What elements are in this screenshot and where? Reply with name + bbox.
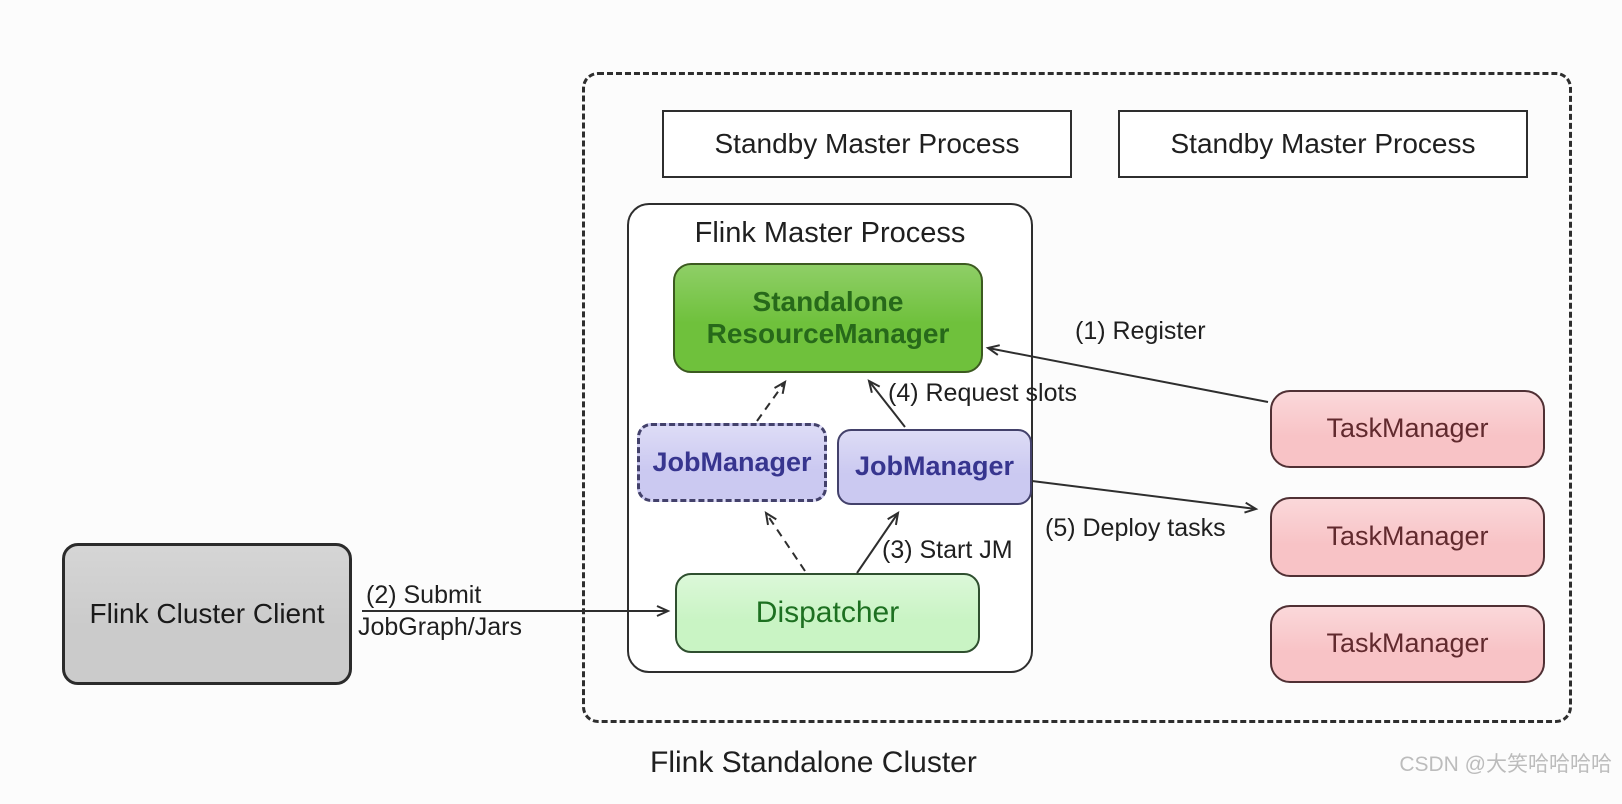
- register-label: (1) Register: [1075, 317, 1206, 345]
- taskmanager-label-1: TaskManager: [1326, 413, 1489, 444]
- submit-label-line1: (2) Submit: [366, 581, 482, 609]
- flink-cluster-client-label: Flink Cluster Client: [89, 597, 325, 629]
- jobmanager-standby-box: JobManager: [637, 423, 827, 502]
- flink-cluster-client-box: Flink Cluster Client: [62, 543, 352, 685]
- jobmanager-active-box: JobManager: [837, 429, 1032, 505]
- jobmanager-standby-label: JobManager: [652, 446, 812, 477]
- taskmanager-label-3: TaskManager: [1326, 628, 1489, 659]
- watermark: CSDN @大笑哈哈哈哈: [1399, 753, 1612, 776]
- standby-master-process-box-2: Standby Master Process: [1118, 110, 1528, 178]
- dispatcher-box: Dispatcher: [675, 573, 980, 653]
- request-slots-label: (4) Request slots: [888, 379, 1077, 407]
- flink-master-process-title: Flink Master Process: [694, 217, 966, 249]
- start-jm-label: (3) Start JM: [882, 536, 1013, 564]
- deploy-tasks-label: (5) Deploy tasks: [1045, 514, 1226, 542]
- flink-standalone-cluster-container: [582, 72, 1572, 723]
- taskmanager-box-2: TaskManager: [1270, 497, 1545, 577]
- standalone-resourcemanager-box: Standalone ResourceManager: [673, 263, 983, 373]
- standalone-resourcemanager-label-line1: Standalone: [752, 285, 904, 317]
- standby-master-process-label-2: Standby Master Process: [1170, 127, 1476, 159]
- submit-label-line2: JobGraph/Jars: [358, 613, 522, 641]
- dispatcher-label: Dispatcher: [755, 595, 900, 629]
- cluster-caption: Flink Standalone Cluster: [650, 746, 977, 779]
- standalone-resourcemanager-label-line2: ResourceManager: [706, 318, 950, 349]
- taskmanager-box-3: TaskManager: [1270, 605, 1545, 683]
- taskmanager-box-1: TaskManager: [1270, 390, 1545, 468]
- taskmanager-label-2: TaskManager: [1326, 521, 1489, 552]
- standby-master-process-box-1: Standby Master Process: [662, 110, 1072, 178]
- standby-master-process-label-1: Standby Master Process: [714, 127, 1020, 159]
- jobmanager-active-label: JobManager: [854, 451, 1015, 482]
